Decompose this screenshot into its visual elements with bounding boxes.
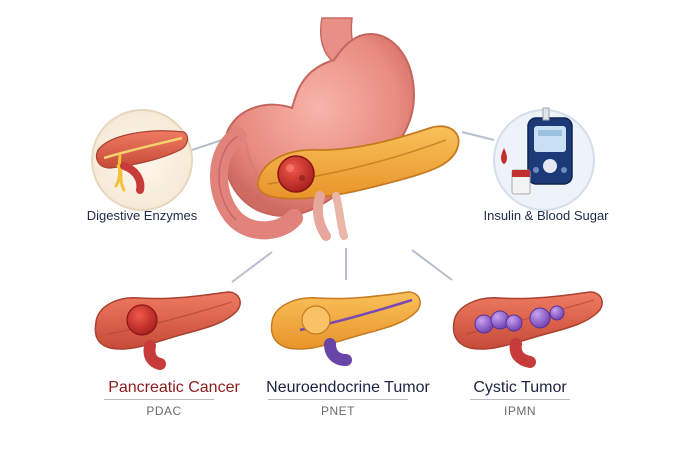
tumor-abbreviation: IPMN: [504, 404, 536, 418]
tumor-title: Neuroendocrine Tumor: [266, 379, 430, 396]
glucose-meter-icon: [493, 107, 595, 211]
divider: [104, 399, 214, 400]
pancreas-pdac-illustration: [94, 291, 241, 370]
divider: [470, 399, 570, 400]
pancreas-duct-icon: [91, 109, 193, 211]
connector-lines: [191, 131, 495, 283]
tumor-abbreviation: PDAC: [146, 404, 182, 418]
pancreas-pnet-illustration: [270, 291, 421, 366]
divider: [268, 399, 408, 400]
label-digestive-enzymes: Digestive Enzymes: [86, 208, 198, 223]
central-organs: [210, 17, 460, 241]
label-insulin-blood-sugar: Insulin & Blood Sugar: [483, 208, 609, 223]
tumor-title: Cystic Tumor: [473, 379, 567, 396]
pancreas-ipmn-illustration: [452, 291, 603, 368]
tumor-abbreviation: PNET: [320, 404, 355, 418]
central-tumor: [277, 155, 315, 193]
tumor-title: Pancreatic Cancer: [108, 379, 240, 396]
